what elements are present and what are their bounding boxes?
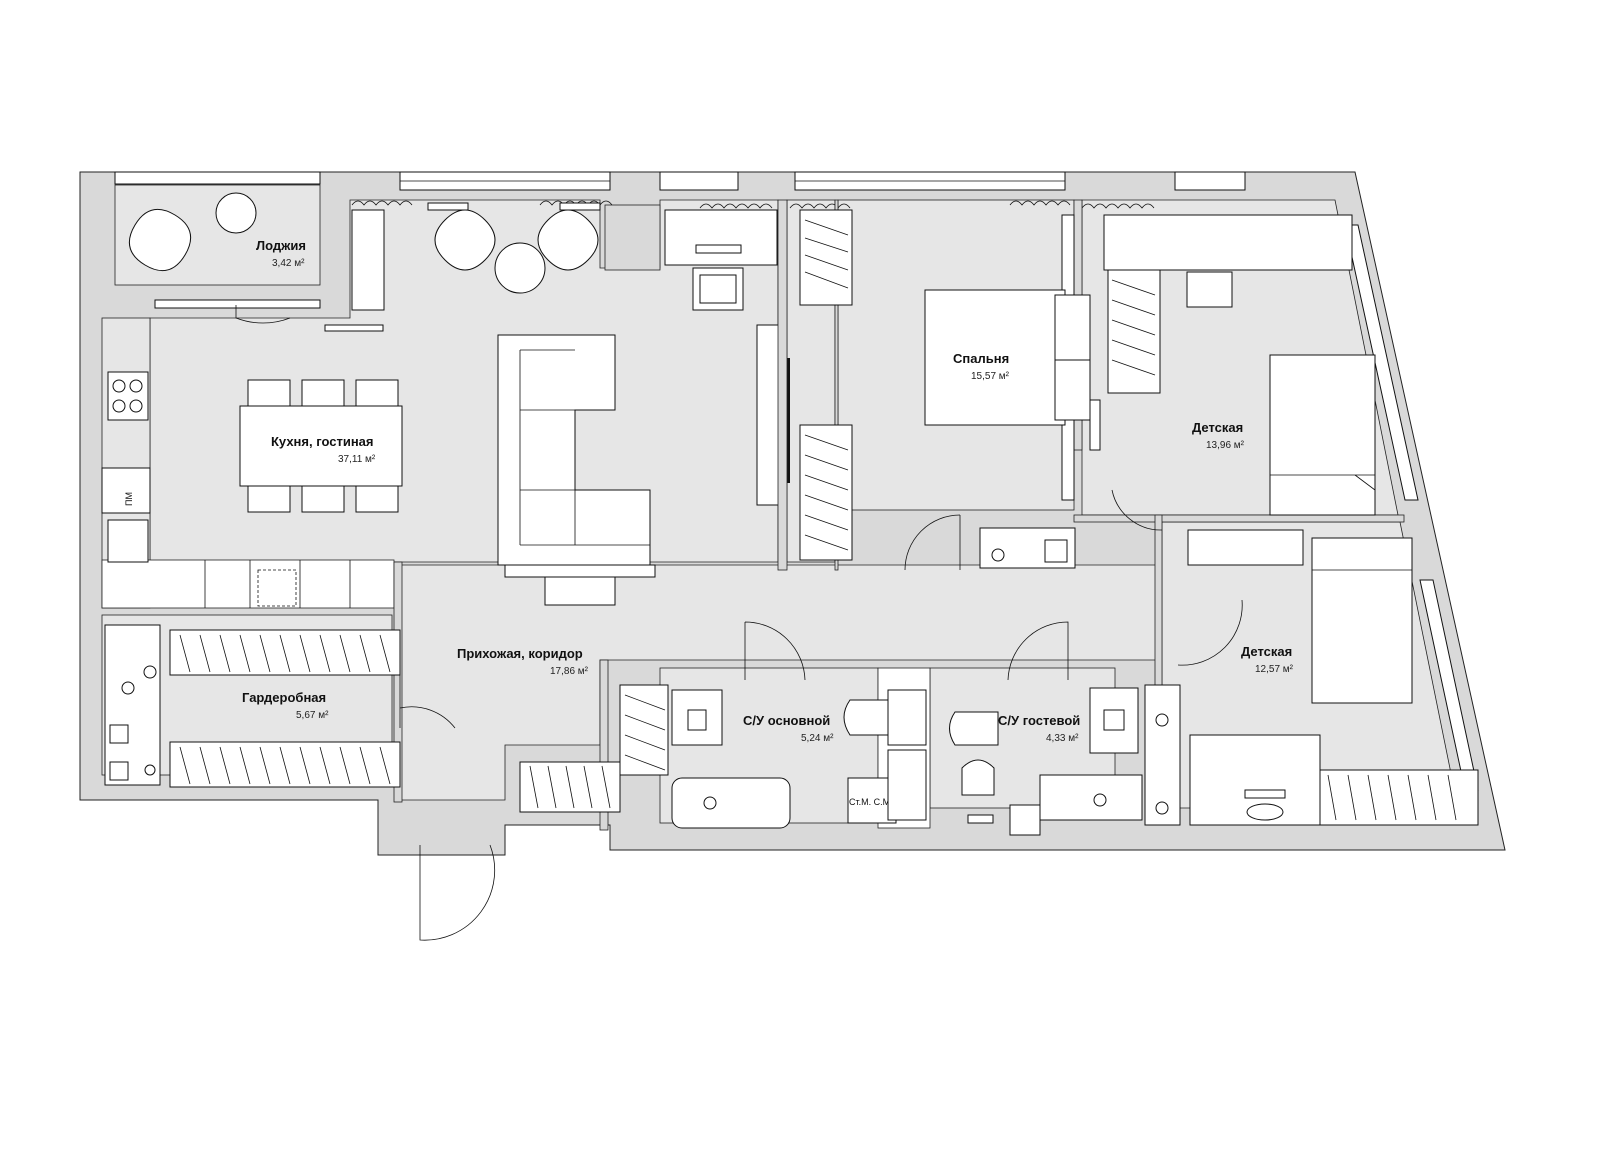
room-area-child-1: 13,96 м²	[1206, 440, 1245, 451]
room-name-child-1: Детская	[1192, 420, 1243, 435]
room-name-loggia: Лоджия	[256, 238, 306, 253]
room-area-guest-bath: 4,33 м²	[1046, 733, 1079, 744]
room-name-dressing: Гардеробная	[242, 690, 326, 705]
child-room-1-furniture	[1103, 214, 1376, 531]
room-name-main-bath: С/У основной	[743, 713, 830, 728]
room-area-child-2: 12,57 м²	[1255, 664, 1294, 675]
dining-set	[239, 379, 403, 513]
appliances-label: Ст.М. С.М.	[849, 797, 893, 807]
room-labels: Лоджия 3,42 м² Кухня, гостиная 37,11 м² …	[242, 238, 1294, 744]
room-name-hallway: Прихожая, коридор	[457, 646, 583, 661]
bath-fixtures: Ст.М. С.М.	[104, 624, 1181, 836]
loggia-furniture	[128, 192, 291, 324]
room-name-kitchen-living: Кухня, гостиная	[271, 434, 373, 449]
kitchen: ПМ	[101, 371, 351, 608]
doors	[399, 621, 1069, 941]
living-furniture	[324, 202, 790, 606]
kitchen-lower-cabinets	[101, 559, 395, 609]
bedroom-furniture	[904, 214, 1101, 571]
windows	[114, 171, 1479, 791]
child-room-2-furniture	[1177, 529, 1413, 826]
room-name-child-2: Детская	[1241, 644, 1292, 659]
room-area-bedroom: 15,57 м²	[971, 371, 1010, 382]
wardrobes	[169, 209, 1479, 826]
room-area-loggia: 3,42 м²	[272, 258, 305, 269]
room-area-dressing: 5,67 м²	[296, 710, 329, 721]
room-name-bedroom: Спальня	[953, 351, 1009, 366]
dishwasher-label: ПМ	[124, 492, 134, 506]
room-name-guest-bath: С/У гостевой	[998, 713, 1080, 728]
room-area-hallway: 17,86 м²	[550, 666, 589, 677]
room-area-main-bath: 5,24 м²	[801, 733, 834, 744]
room-area-kitchen-living: 37,11 м²	[338, 454, 376, 465]
